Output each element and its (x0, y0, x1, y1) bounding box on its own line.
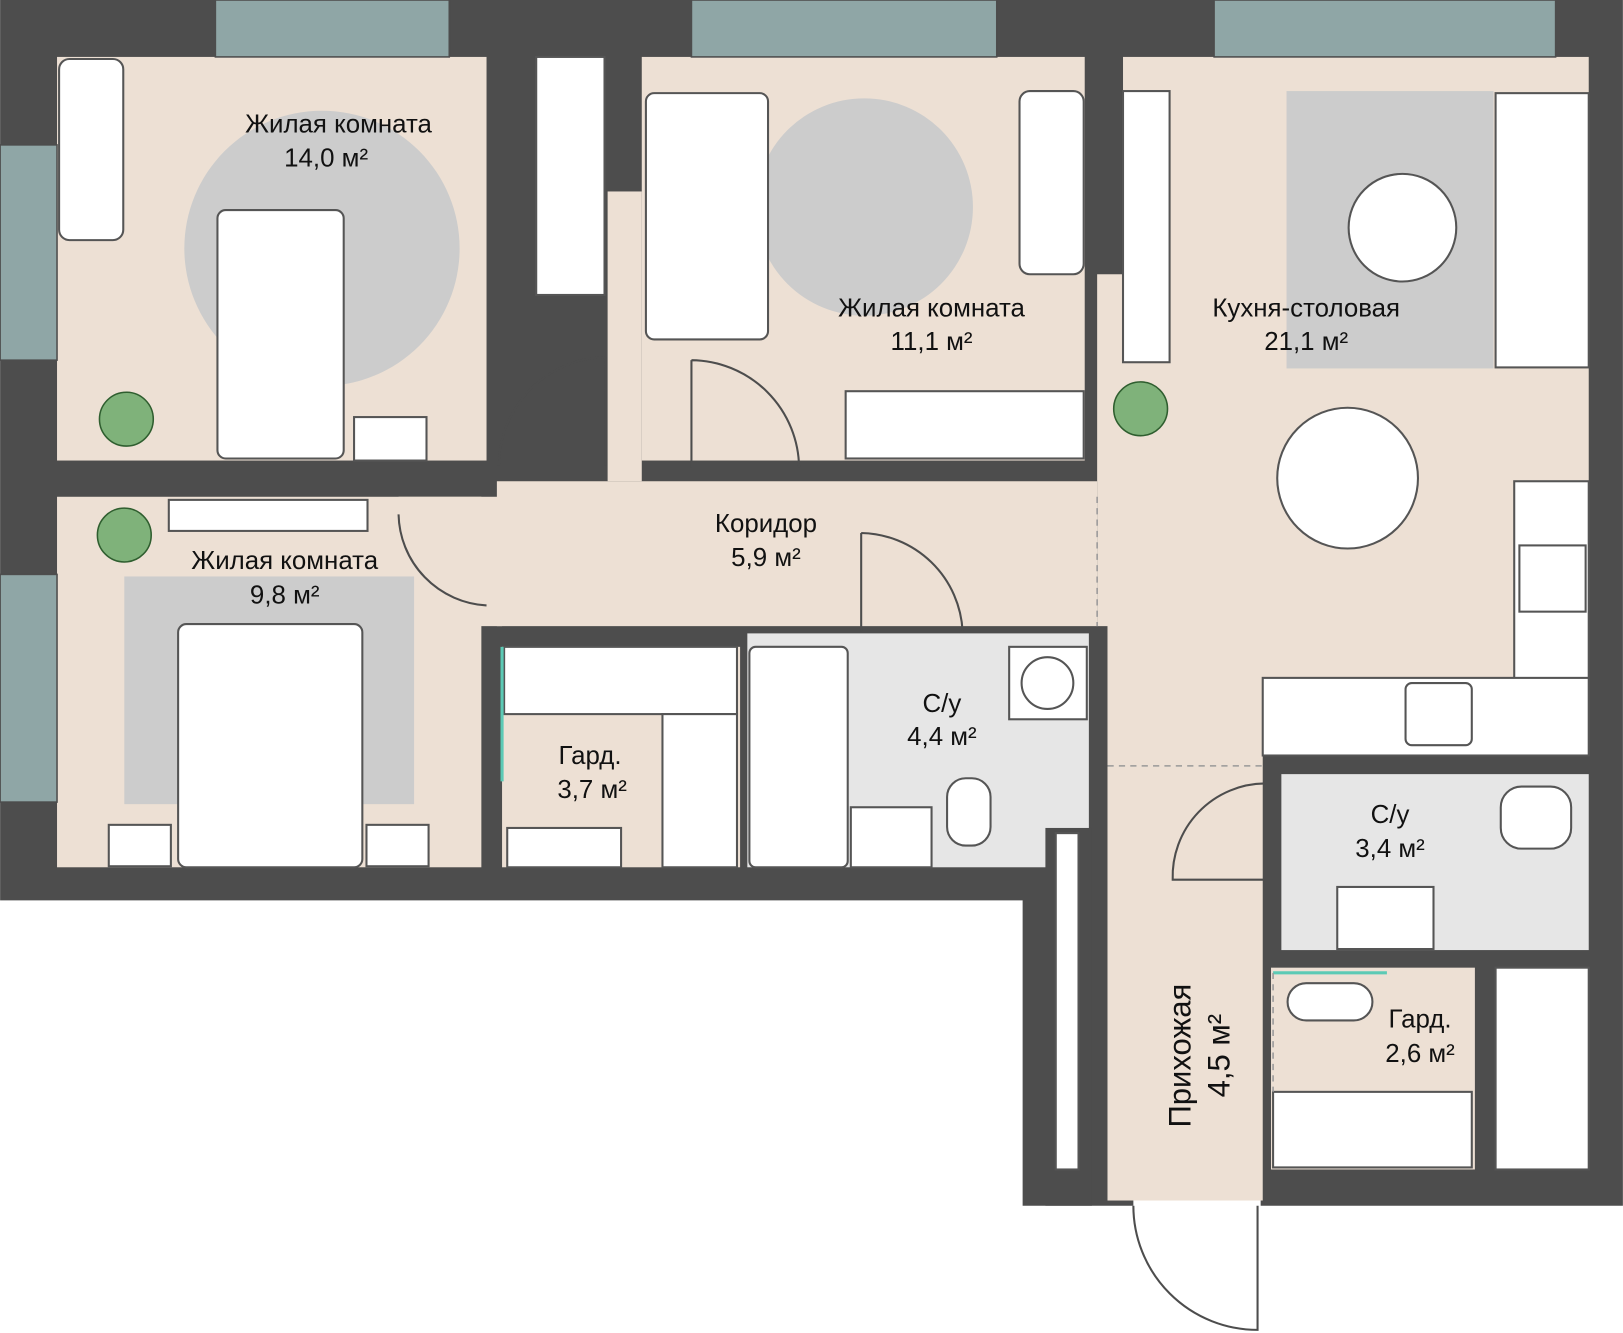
room-name-bedroom1: Жилая комната (245, 110, 432, 138)
room-area-bedroom3: 9,8 м² (250, 581, 320, 609)
bed (644, 92, 770, 341)
washing-machine-drum (1020, 656, 1075, 710)
window (0, 573, 58, 803)
sink (1404, 682, 1473, 747)
plant-icon (1112, 381, 1169, 437)
windows (0, 0, 1557, 803)
rug (755, 98, 973, 316)
shelf (1121, 90, 1171, 364)
plant-icon (96, 507, 152, 563)
room-area-corridor: 5,9 м² (731, 544, 801, 572)
room-name-bathroom1: С/у (923, 690, 962, 718)
room-area-bedroom1: 14,0 м² (284, 145, 368, 173)
room-name-bedroom2: Жилая комната (838, 295, 1025, 323)
nightstand (365, 823, 430, 868)
cooktop (1518, 544, 1587, 613)
desk (1018, 90, 1085, 276)
bench (1286, 982, 1374, 1022)
entrance-door-swing (1132, 1205, 1259, 1331)
room-area-bedroom2: 11,1 м² (891, 328, 973, 356)
room-name-wardrobe2: Гард. (1389, 1006, 1452, 1034)
room-name-bathroom2: С/у (1371, 801, 1410, 829)
sink (1336, 885, 1435, 951)
plant-icon (98, 391, 155, 447)
room-area-bathroom1: 4,4 м² (907, 723, 977, 751)
door-swing (1171, 782, 1265, 881)
window (690, 0, 998, 58)
bed (216, 209, 345, 460)
coffee-table (1347, 172, 1458, 283)
wardrobe (844, 390, 1085, 460)
wardrobe (535, 55, 606, 296)
door-swing (397, 514, 487, 607)
floor-passage (607, 191, 642, 482)
furniture (58, 55, 1590, 1169)
dining-table (1276, 406, 1420, 550)
floor-corridor (496, 481, 1098, 627)
shoe-shelf (506, 826, 623, 869)
room-name-corridor: Коридор (715, 510, 817, 538)
door-swing (860, 531, 964, 632)
doors (397, 356, 1274, 1331)
door-swing (497, 356, 607, 466)
wardrobe-rack (1272, 1090, 1473, 1169)
room-name-kitchen: Кухня-столовая (1212, 295, 1400, 323)
sink (849, 806, 933, 869)
room-area-bathroom2: 3,4 м² (1355, 835, 1425, 863)
door-swing (690, 359, 801, 468)
room-area-wardrobe1: 3,7 м² (557, 776, 627, 804)
bed (177, 623, 364, 869)
nightstand (353, 416, 428, 462)
wardrobe-rack (503, 645, 739, 716)
sofa (1494, 92, 1590, 369)
bathtub (748, 645, 849, 869)
room-area-kitchen: 21,1 м² (1264, 328, 1348, 356)
room-name-wardrobe1: Гард. (559, 742, 622, 770)
toilet (1499, 785, 1573, 850)
desk (58, 57, 125, 242)
window (0, 144, 58, 361)
window (214, 0, 451, 58)
shoe-rack (1054, 832, 1080, 1171)
shelf (167, 498, 369, 532)
room-area-wardrobe2: 2,6 м² (1385, 1040, 1455, 1068)
nightstand (107, 823, 172, 868)
floor-hallway (1107, 620, 1263, 1201)
window (1213, 0, 1557, 58)
toilet (946, 777, 992, 847)
room-labels: Жилая комната 14,0 м² Жилая комната 11,1… (191, 110, 1455, 1127)
room-area-hallway: 4,5 м² (1202, 1014, 1237, 1097)
closet (1494, 966, 1590, 1171)
room-name-hallway: Прихожая (1162, 984, 1197, 1128)
zone-divider (1096, 496, 1274, 1092)
wardrobe-rack (661, 713, 739, 869)
room-name-bedroom3: Жилая комната (191, 547, 378, 575)
